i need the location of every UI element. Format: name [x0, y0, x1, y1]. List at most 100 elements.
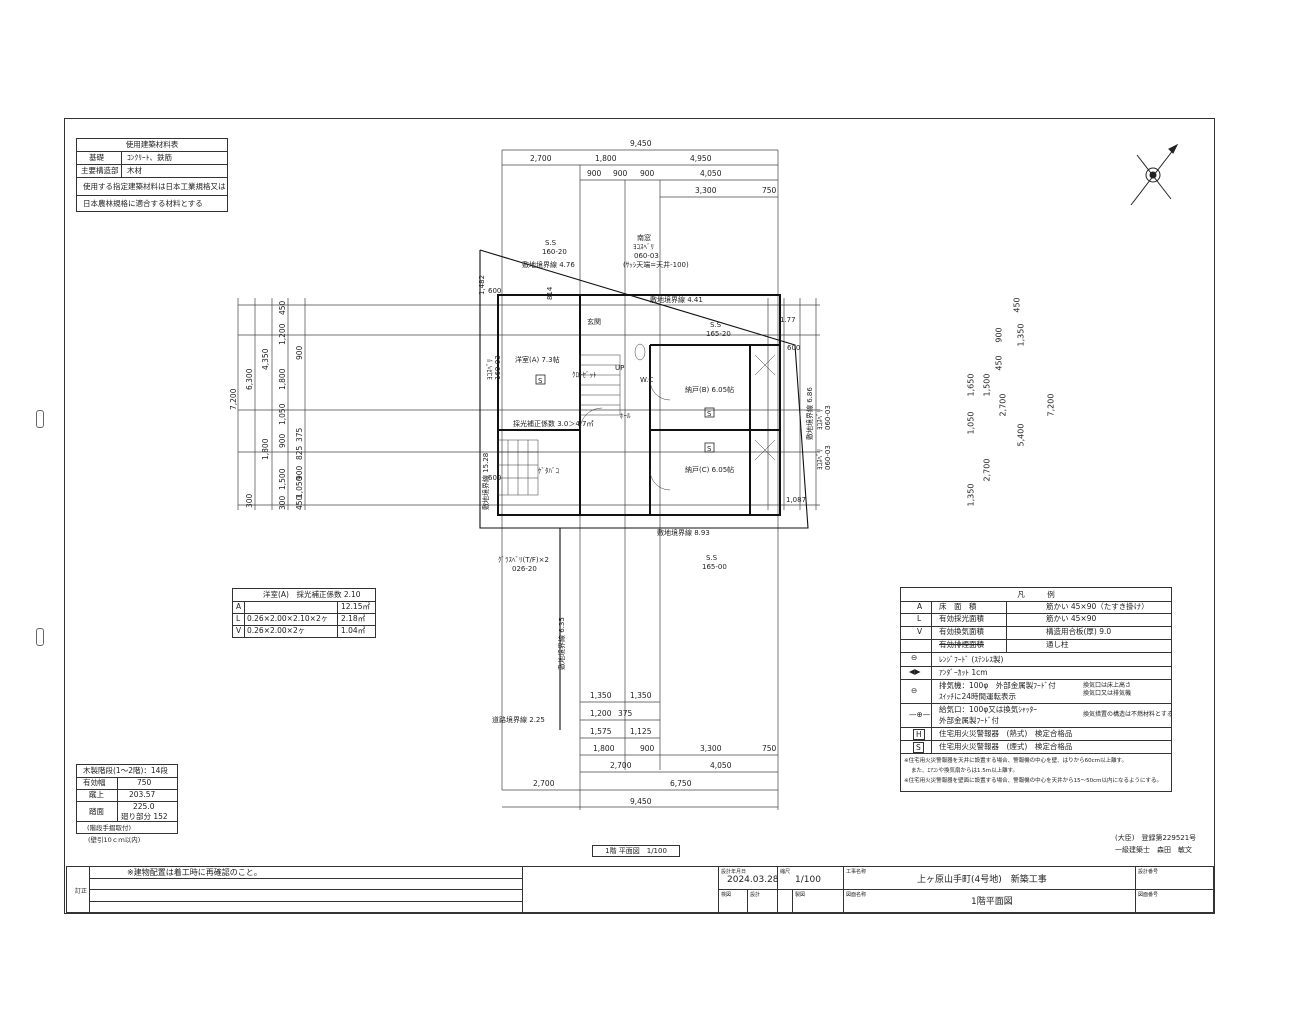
drawing-name: 1階平面図: [971, 897, 1013, 907]
stairs-key: 踏面: [89, 807, 104, 816]
materials-label: 主要構造部: [81, 166, 119, 175]
range-hood-icon: ⊖: [911, 653, 918, 662]
legend-name: ﾚﾝｼﾞﾌｰﾄﾞ (ｽﾃﾝﾚｽ製): [939, 655, 1004, 664]
architect-registration: (大臣) 登録第229521号: [1115, 834, 1197, 842]
undercut-arrow-icon: ◀▶: [909, 667, 921, 676]
plan-label: 敷地境界線 6.35: [557, 617, 566, 670]
room-label: 納戸(C) 6.05帖: [685, 465, 734, 474]
room-table-title: 洋室(A) 採光補正係数 2.10: [263, 590, 361, 599]
drawing-label: 図面名称: [846, 892, 867, 898]
plan-label: 1,087: [786, 496, 806, 504]
room-label: 玄関: [587, 317, 601, 326]
stairs-key: 蹴上: [89, 790, 104, 799]
project-name: 上ヶ原山手町(4号地) 新築工事: [917, 875, 1047, 885]
dim-label: 750: [762, 186, 777, 195]
remark-note: ※建物配置は着工時に再確認のこと。: [127, 868, 262, 877]
plan-label: ﾖｺｽﾍﾞﾘ: [816, 449, 824, 470]
dim-label: 1,575: [590, 727, 612, 736]
legend-key: L: [917, 614, 922, 623]
scale-value: 1/100: [795, 875, 821, 885]
dim-label: 4,350: [261, 348, 270, 370]
dim-label: 1,800: [593, 744, 615, 753]
check-label: 検図: [721, 892, 732, 898]
plan-label: 600: [488, 474, 501, 482]
stairs-value: 203.57: [129, 790, 156, 799]
plan-label: 600: [488, 287, 501, 295]
right-dimensions: 450 1,350 900 450 1,650 1,500 2,700 7,20…: [966, 290, 1070, 520]
dim-label: 450: [278, 300, 287, 315]
plan-label: 814: [546, 286, 554, 300]
dim-label: 375: [618, 709, 633, 718]
materials-note: 日本農林規格に適合する材料とする: [83, 199, 203, 208]
smoke-alarm-icon: S: [913, 742, 924, 753]
scale-label: 縮尺: [780, 869, 791, 875]
legend-title: 凡 例: [1017, 590, 1055, 599]
plan-label: 026-20: [512, 565, 537, 573]
legend-key: A: [917, 602, 923, 611]
dim-label: 4,050: [710, 761, 732, 770]
stairs-value: 225.0: [133, 802, 155, 811]
materials-value: ｺﾝｸﾘｰﾄ、鉄筋: [127, 153, 172, 162]
plan-label: 敷地境界線 4.76: [522, 260, 575, 269]
legend-name: 住宅用火災警報器 (煙式) 検定合格品: [939, 742, 1073, 751]
dim-label: 7,200: [1046, 393, 1056, 417]
plan-label: ｸﾞﾗｽﾍﾞﾘ(T/F)×2: [498, 556, 549, 564]
legend-desc: 構造用合板(厚) 9.0: [1046, 627, 1112, 636]
legend-name: 床 面 積: [939, 602, 977, 611]
plan-label: S.S: [706, 554, 718, 562]
dim-label: 7,200: [230, 388, 238, 410]
dim-label: 2,700: [982, 458, 992, 482]
legend-key: V: [917, 627, 923, 636]
room-table-value: 2.18㎡: [341, 614, 366, 623]
plan-label: 道路境界線 2.25: [492, 715, 545, 724]
plan-label: 1.77: [780, 316, 796, 324]
design-date: 2024.03.28: [727, 875, 779, 885]
dim-label: 1,350: [1016, 323, 1026, 347]
legend-name: ｱﾝﾀﾞｰｶｯﾄ 1cm: [939, 668, 988, 677]
dim-label: 1,800: [595, 154, 617, 163]
dim-label: 2,700: [530, 154, 552, 163]
s-mark-label: S: [707, 445, 712, 453]
room-table-key: A: [236, 602, 242, 611]
dim-label: 1,350: [590, 691, 612, 700]
dim-label: 1,350: [966, 483, 976, 507]
legend-side-note: 換気口は床上高さ: [1083, 682, 1132, 689]
dim-label: 2,700: [610, 761, 632, 770]
materials-value: 木材: [127, 166, 142, 175]
legend-name: ｽｲｯﾁに24時間運転表示: [939, 692, 1017, 701]
dim-label: 6,300: [245, 368, 254, 390]
date-label: 設計年月日: [721, 869, 747, 875]
dim-label: 750: [762, 744, 777, 753]
dim-label: 900: [640, 169, 655, 178]
materials-label: 基礎: [89, 153, 104, 162]
dim-label: 1,800: [278, 368, 287, 390]
legend-desc: 筋かい 45×90（たすき掛け）: [1046, 602, 1149, 611]
project-label: 工事名称: [846, 869, 867, 875]
remark-label: 訂正: [75, 888, 88, 895]
drawing-number-label: 図面番号: [1138, 892, 1159, 898]
plan-label: 160-03: [494, 355, 502, 380]
plan-label: 南窓: [637, 233, 651, 242]
room-table-formula: 0.26×2.00×2.10×2ヶ: [247, 614, 329, 623]
legend-side-note: 換気措置の構造は不燃材料とする: [1083, 711, 1173, 718]
s-mark-label: S: [707, 410, 712, 418]
plan-title: 1階 平面図 1/100: [592, 845, 680, 857]
legend-note: ※住宅用火災警報器を壁面に設置する場合、警報機の中心を天井から15～50cm以内…: [904, 778, 1163, 784]
plan-label: 敷地境界線 6.86: [805, 387, 814, 440]
room-table-value: 1.04㎡: [341, 626, 366, 635]
design-label: 設計: [750, 892, 761, 898]
plan-label: S.S: [710, 321, 722, 329]
plan-label: 600: [787, 344, 800, 352]
legend-name: 有効排煙面積: [939, 640, 984, 649]
dim-label: 1,500: [982, 373, 992, 397]
plan-label: 1,482: [478, 275, 486, 295]
plan-label: S.S: [545, 239, 557, 247]
room-table-key: L: [236, 614, 241, 623]
dim-label: 1,050: [278, 403, 287, 425]
plan-label: ﾖｺｽﾍﾞﾘ: [486, 359, 494, 380]
legend-side-note: 換気口又は排気機: [1083, 690, 1132, 697]
dim-label: 1,125: [630, 727, 652, 736]
stairs-title: 木製階段(1～2階)：14段: [83, 766, 168, 775]
draft-label: 製図: [795, 892, 806, 898]
stairs-note: (壁引10ｃｍ以内): [88, 836, 141, 844]
